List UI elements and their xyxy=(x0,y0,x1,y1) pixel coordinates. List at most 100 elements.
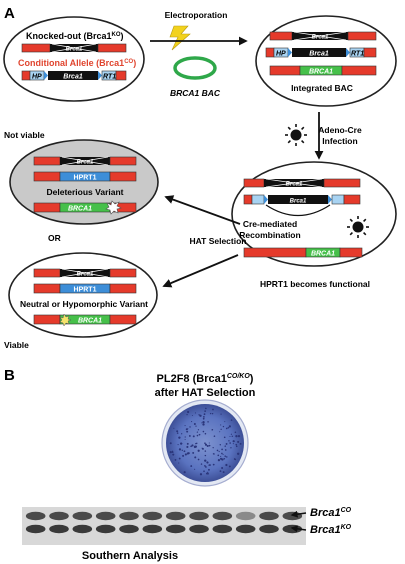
southern-blot xyxy=(22,507,306,545)
blot-band xyxy=(235,524,256,534)
colony-dot xyxy=(228,440,230,442)
colony-dot xyxy=(227,426,230,429)
ir-human-gene-label: BRCA1 xyxy=(309,69,333,76)
integrated-bac-caption: Integrated BAC xyxy=(291,83,353,93)
knockout-conditional-ellipse: Knocked-out (Brca1KO) Brca1 Conditional … xyxy=(3,16,145,102)
co-gene-label: Brca1 xyxy=(63,74,83,81)
colony-dot xyxy=(211,412,214,415)
band-co-label: Brca1CO xyxy=(310,507,352,519)
colony-dot xyxy=(196,431,199,433)
colony-dot xyxy=(216,449,219,452)
colony-dot xyxy=(208,464,210,466)
blot-band xyxy=(165,511,186,521)
colony-dot xyxy=(178,457,181,460)
colony-dot xyxy=(186,413,188,416)
colony-dot xyxy=(220,428,222,431)
colony-dot xyxy=(182,454,185,457)
colony-dot xyxy=(169,451,172,454)
ir-hp-label: HP xyxy=(276,51,286,58)
co-hp-label: HP xyxy=(32,74,42,81)
colony-dot xyxy=(211,428,214,431)
colony-dot xyxy=(235,445,238,448)
colony-dot xyxy=(196,434,199,437)
colony-dot xyxy=(173,427,175,429)
colony-dot xyxy=(239,442,242,445)
colony-dot xyxy=(223,457,226,460)
colony-dot xyxy=(184,438,186,441)
colony-dot xyxy=(181,433,183,435)
colony-dot xyxy=(221,448,223,451)
colony-dot xyxy=(228,465,231,468)
rm-co-gene-label: Brca1 xyxy=(290,199,307,205)
plate-title-2: after HAT Selection xyxy=(155,387,256,399)
colony-dot xyxy=(186,445,189,448)
colony-dot xyxy=(235,435,238,438)
colony-dot xyxy=(186,452,189,455)
cre-label-1: Cre-mediated xyxy=(243,219,297,229)
colony-dot xyxy=(190,465,193,467)
colony-dot xyxy=(225,456,227,458)
colony-dot xyxy=(224,449,227,451)
colony-dot xyxy=(224,455,226,457)
colony-dot xyxy=(234,458,237,461)
colony-dot xyxy=(194,456,197,459)
colony-dot xyxy=(212,463,215,466)
colony-dot xyxy=(235,443,238,446)
colony-dot xyxy=(194,468,196,470)
colony-dot xyxy=(178,436,181,439)
colony-dot xyxy=(193,422,196,426)
ir-co-gene-label: Brca1 xyxy=(309,51,329,58)
colony-dot xyxy=(198,433,201,436)
colony-dot xyxy=(197,429,200,431)
not-viable-label: Not viable xyxy=(4,130,45,140)
colony-dot xyxy=(174,459,177,461)
colony-dot xyxy=(207,471,209,473)
colony-dot xyxy=(228,425,231,428)
colony-dot xyxy=(203,413,206,416)
sun-icon xyxy=(284,123,308,147)
colony-dot xyxy=(212,408,214,411)
hat-arrow-upper xyxy=(164,195,241,225)
colony-dot xyxy=(225,443,228,445)
colony-dot xyxy=(229,435,231,438)
colony-dot xyxy=(169,442,172,445)
colony-dot xyxy=(202,430,205,433)
colony-dot xyxy=(222,425,225,428)
colony-dot xyxy=(214,453,216,455)
electroporation-label: Electroporation xyxy=(165,10,228,20)
blot-band xyxy=(119,524,139,534)
adeno-cre-label-2: Infection xyxy=(322,136,357,146)
hat-selection-label: HAT Selection xyxy=(190,236,247,246)
deleterious-variant-ellipse: Brca1 HPRT1 Deleterious Variant BRCA1 xyxy=(9,139,159,225)
gv-gene-label: Brca1 xyxy=(77,160,94,166)
plate-title-1: PL2F8 (Brca1CO/KO) xyxy=(157,373,254,385)
colony-dot xyxy=(204,410,206,413)
colony-dot xyxy=(219,470,222,473)
colony-dot xyxy=(187,428,189,430)
colony-dot xyxy=(186,430,189,433)
colony-dot xyxy=(203,416,205,418)
colony-dot xyxy=(203,470,205,473)
cre-label-2: Recombination xyxy=(239,230,300,240)
colony-dot xyxy=(204,442,206,444)
colony-dot xyxy=(194,412,196,414)
colony-dot xyxy=(192,451,195,454)
colony-dot xyxy=(217,454,220,457)
colony-dot xyxy=(208,442,210,444)
colony-dot xyxy=(186,442,189,445)
bac-plasmid-icon xyxy=(173,56,217,80)
colony-dot xyxy=(204,443,208,446)
colony-dot xyxy=(220,455,222,457)
star-icon xyxy=(59,313,72,327)
colony-dot xyxy=(208,444,211,447)
adeno-cre-label-1: Adeno-Cre xyxy=(318,125,362,135)
gv-hprt-label: HPRT1 xyxy=(74,175,97,182)
colony-dot xyxy=(206,445,209,448)
blot-band xyxy=(142,524,163,534)
blot-band xyxy=(95,511,116,521)
deleterious-caption: Deleterious Variant xyxy=(46,187,123,197)
colony-dot xyxy=(176,432,179,434)
colony-dot xyxy=(205,407,207,410)
blot-band xyxy=(259,511,279,521)
colony-dot xyxy=(237,440,240,443)
